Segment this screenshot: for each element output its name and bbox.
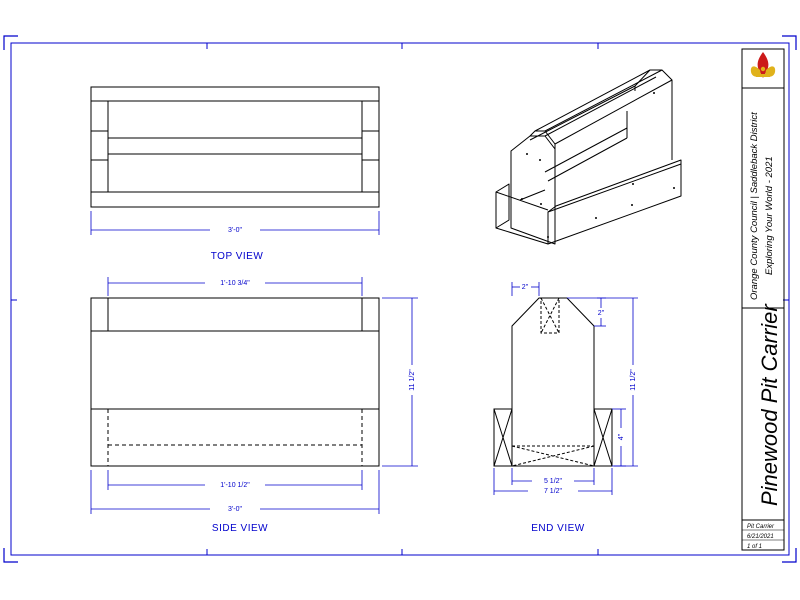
side-view-drawing — [90, 297, 380, 467]
isometric-screw-holes — [521, 92, 675, 238]
end-view-inner-width-dimension: 5 1/2" — [544, 478, 563, 485]
title-block-note-2: 6/21/2021 — [747, 534, 774, 540]
side-view-inner-width-dimension: 1'-10 3/4" — [220, 280, 250, 287]
side-view-dimensions — [90, 277, 418, 514]
end-view-top-dimension: 2" — [522, 284, 529, 291]
sheet-corner-marks — [3, 35, 797, 563]
side-view-base-width-dimension: 1'-10 1/2" — [220, 482, 250, 489]
end-view-overall-width-dimension: 7 1/2" — [544, 488, 563, 495]
side-view-height-dimension: 11 1/2" — [409, 369, 416, 391]
title-block: Orange County Council | Saddleback Distr… — [741, 48, 785, 551]
end-view-hidden-lines — [511, 297, 595, 467]
fleur-de-lis-logo-icon — [750, 52, 776, 78]
theme-text: Exploring Your World - 2021 — [764, 156, 775, 275]
isometric-view-drawing — [495, 69, 682, 245]
end-view-label: END VIEW — [531, 523, 585, 534]
end-view-side-height-dimension: 4" — [618, 433, 625, 440]
end-view-dimensions — [493, 282, 638, 495]
end-view-drawing — [493, 297, 613, 467]
top-view-dimension — [90, 211, 380, 235]
project-title: Pinewood Pit Carrier — [757, 303, 782, 506]
title-block-note-3: 1 of 1 — [747, 544, 762, 550]
top-view-label: TOP VIEW — [211, 251, 264, 262]
organization-text: Orange County Council | Saddleback Distr… — [749, 112, 760, 300]
top-view-width-dimension: 3'-0" — [228, 227, 242, 234]
side-view-label: SIDE VIEW — [212, 523, 268, 534]
end-view-height-dimension: 11 1/2" — [630, 369, 637, 391]
end-view-chamfer-dimension: 2" — [598, 310, 605, 317]
drawing-border — [10, 42, 790, 556]
side-view-overall-width-dimension: 3'-0" — [228, 506, 242, 513]
side-view-hidden-lines — [107, 409, 363, 466]
title-block-note-1: Pit Carrier — [747, 524, 775, 530]
top-view-drawing — [90, 86, 380, 208]
